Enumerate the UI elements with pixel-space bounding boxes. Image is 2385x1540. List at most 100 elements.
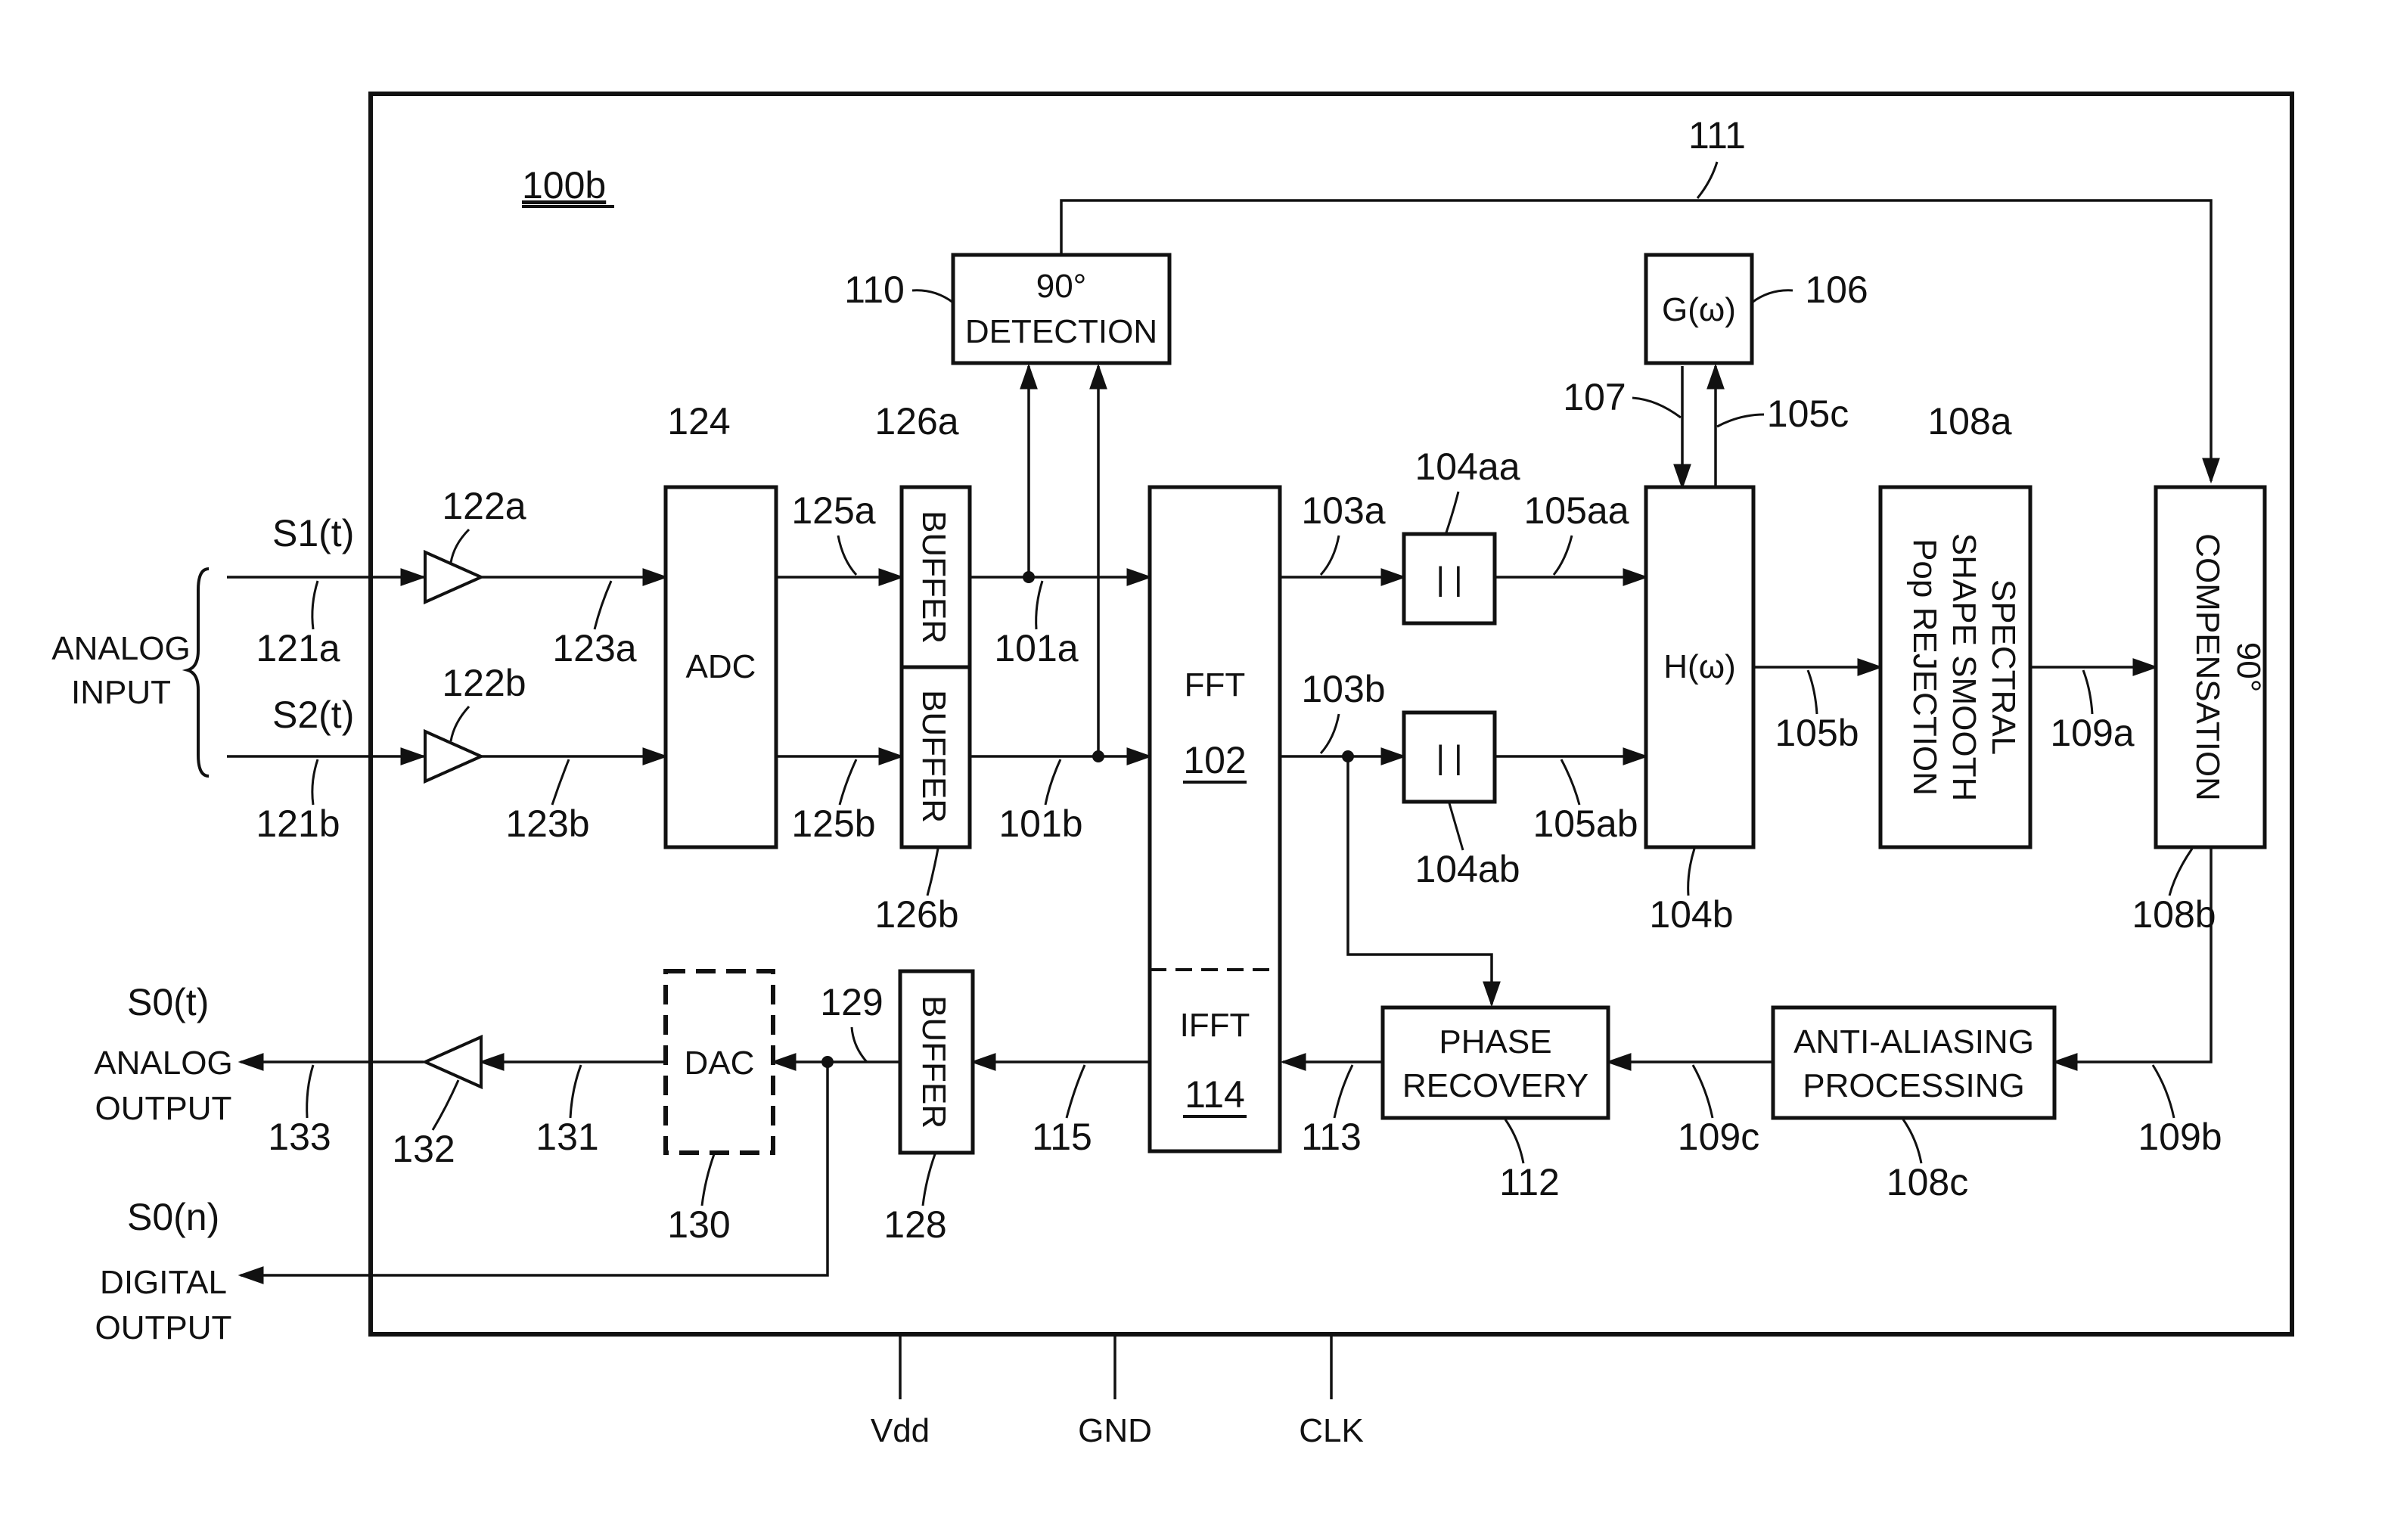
ref-109c: 109c [1678,1116,1759,1158]
leader-101b [1045,759,1061,805]
junction-101b [1092,750,1104,762]
ifft-ref-label: 114 [1185,1073,1245,1116]
ref-103a: 103a [1301,489,1385,532]
ref-113: 113 [1301,1116,1362,1158]
leader-109b [2153,1065,2174,1118]
leader-130 [702,1154,714,1206]
ifft-label: IFFT [1180,1007,1250,1044]
spectral-label-line2: SHAPE SMOOTH [1946,533,1983,802]
ref-125a: 125a [791,489,875,532]
buffer-128-label: BUFFER [915,995,952,1129]
compensation-label-line1: 90° [2230,642,2267,693]
amplifier-122a-icon [425,552,481,602]
digital-output-label-line2: OUTPUT [95,1309,232,1346]
ref-104ab: 104ab [1415,848,1520,890]
adc-label: ADC [686,648,756,685]
leader-104ab [1449,803,1463,850]
ref-108c: 108c [1887,1161,1968,1203]
leader-105ab [1561,759,1579,805]
leader-104aa [1446,492,1458,532]
ref-130: 130 [667,1203,730,1246]
ref-121a: 121a [256,627,340,669]
ref-110: 110 [844,269,905,311]
leader-122a [451,529,469,563]
leader-104b [1688,849,1694,896]
ref-103b: 103b [1301,668,1385,710]
spectral-label-line1: SPECTRAL [1985,579,2022,755]
ref-122b: 122b [442,662,526,704]
leader-109a [2083,670,2092,714]
leader-112 [1505,1119,1523,1163]
digital-output-signal-label: S0(n) [127,1196,219,1238]
leader-133 [307,1065,313,1118]
analog-output-label-line2: OUTPUT [95,1090,232,1127]
leader-121b [312,759,318,805]
buffer-126b-label: BUFFER [915,690,952,823]
ref-126a: 126a [874,400,958,442]
leader-108c [1903,1119,1921,1163]
amplifiers [425,552,481,1087]
ref-126b: 126b [874,893,958,936]
anti-aliasing-label-line2: PROCESSING [1803,1067,2024,1104]
fft-label: FFT [1185,666,1246,703]
ref-122a: 122a [442,485,526,527]
ref-105aa: 105aa [1523,489,1629,532]
leader-105b [1808,670,1817,714]
pin-clk-label: CLK [1299,1412,1364,1449]
leader-125b [840,759,856,805]
pin-vdd-label: Vdd [871,1412,930,1449]
analog-output-label-line1: ANALOG [94,1045,232,1082]
dac-label: DAC [685,1045,755,1082]
ref-108b: 108b [2132,893,2216,936]
leader-109c [1693,1065,1713,1118]
leader-123b [552,759,569,805]
ref-101a: 101a [994,627,1078,669]
ref-123b: 123b [505,803,589,845]
ref-129: 129 [820,981,883,1023]
phase-recovery-label-line2: RECOVERY [1402,1067,1588,1104]
amplifier-122b-icon [425,731,481,781]
digital-output-label-line1: DIGITAL [100,1264,227,1301]
buffer-126a-label: BUFFER [915,511,952,644]
pin-gnd-label: GND [1078,1412,1152,1449]
leader-105aa [1554,536,1572,575]
leader-131 [570,1065,581,1118]
ref-109b: 109b [2138,1116,2222,1158]
ref-109a: 109a [2050,712,2134,754]
ref-121b: 121b [256,803,340,845]
analog-output-signal-label: S0(t) [127,981,209,1023]
ref-101b: 101b [998,803,1082,845]
leader-129 [852,1027,867,1062]
ref-105b: 105b [1775,712,1859,754]
leader-106 [1752,290,1793,303]
ref-132: 132 [392,1128,455,1170]
blocks: ADC BUFFER BUFFER 90° DETECTION FFT 102 … [666,255,2267,1153]
ref-104aa: 104aa [1415,446,1520,488]
ref-115: 115 [1032,1116,1092,1158]
ref-112: 112 [1499,1161,1560,1203]
leader-103a [1321,536,1339,575]
wire-111 [1061,200,2211,481]
leader-132 [433,1080,458,1130]
ref-131: 131 [536,1116,598,1158]
leader-107 [1632,398,1681,418]
amplifier-132-icon [425,1037,481,1087]
ref-133: 133 [268,1116,331,1158]
leader-110 [912,290,953,303]
h-omega-label: H(ω) [1663,648,1735,685]
analog-input-label-line2: INPUT [71,674,171,711]
ref-111: 111 [1688,114,1746,157]
detection-90-label-line1: 90° [1036,268,1087,305]
leader-101a [1036,581,1042,629]
leader-108b [2169,849,2192,896]
wire-109b [2054,849,2211,1062]
anti-aliasing-label-line1: ANTI-ALIASING [1793,1023,2034,1060]
analog-input-label-line1: ANALOG [51,630,190,667]
input-s1-label: S1(t) [272,512,354,554]
leader-128 [923,1154,935,1206]
leader-125a [838,536,856,575]
junction-103b [1342,750,1354,762]
leader-103b [1321,714,1339,753]
